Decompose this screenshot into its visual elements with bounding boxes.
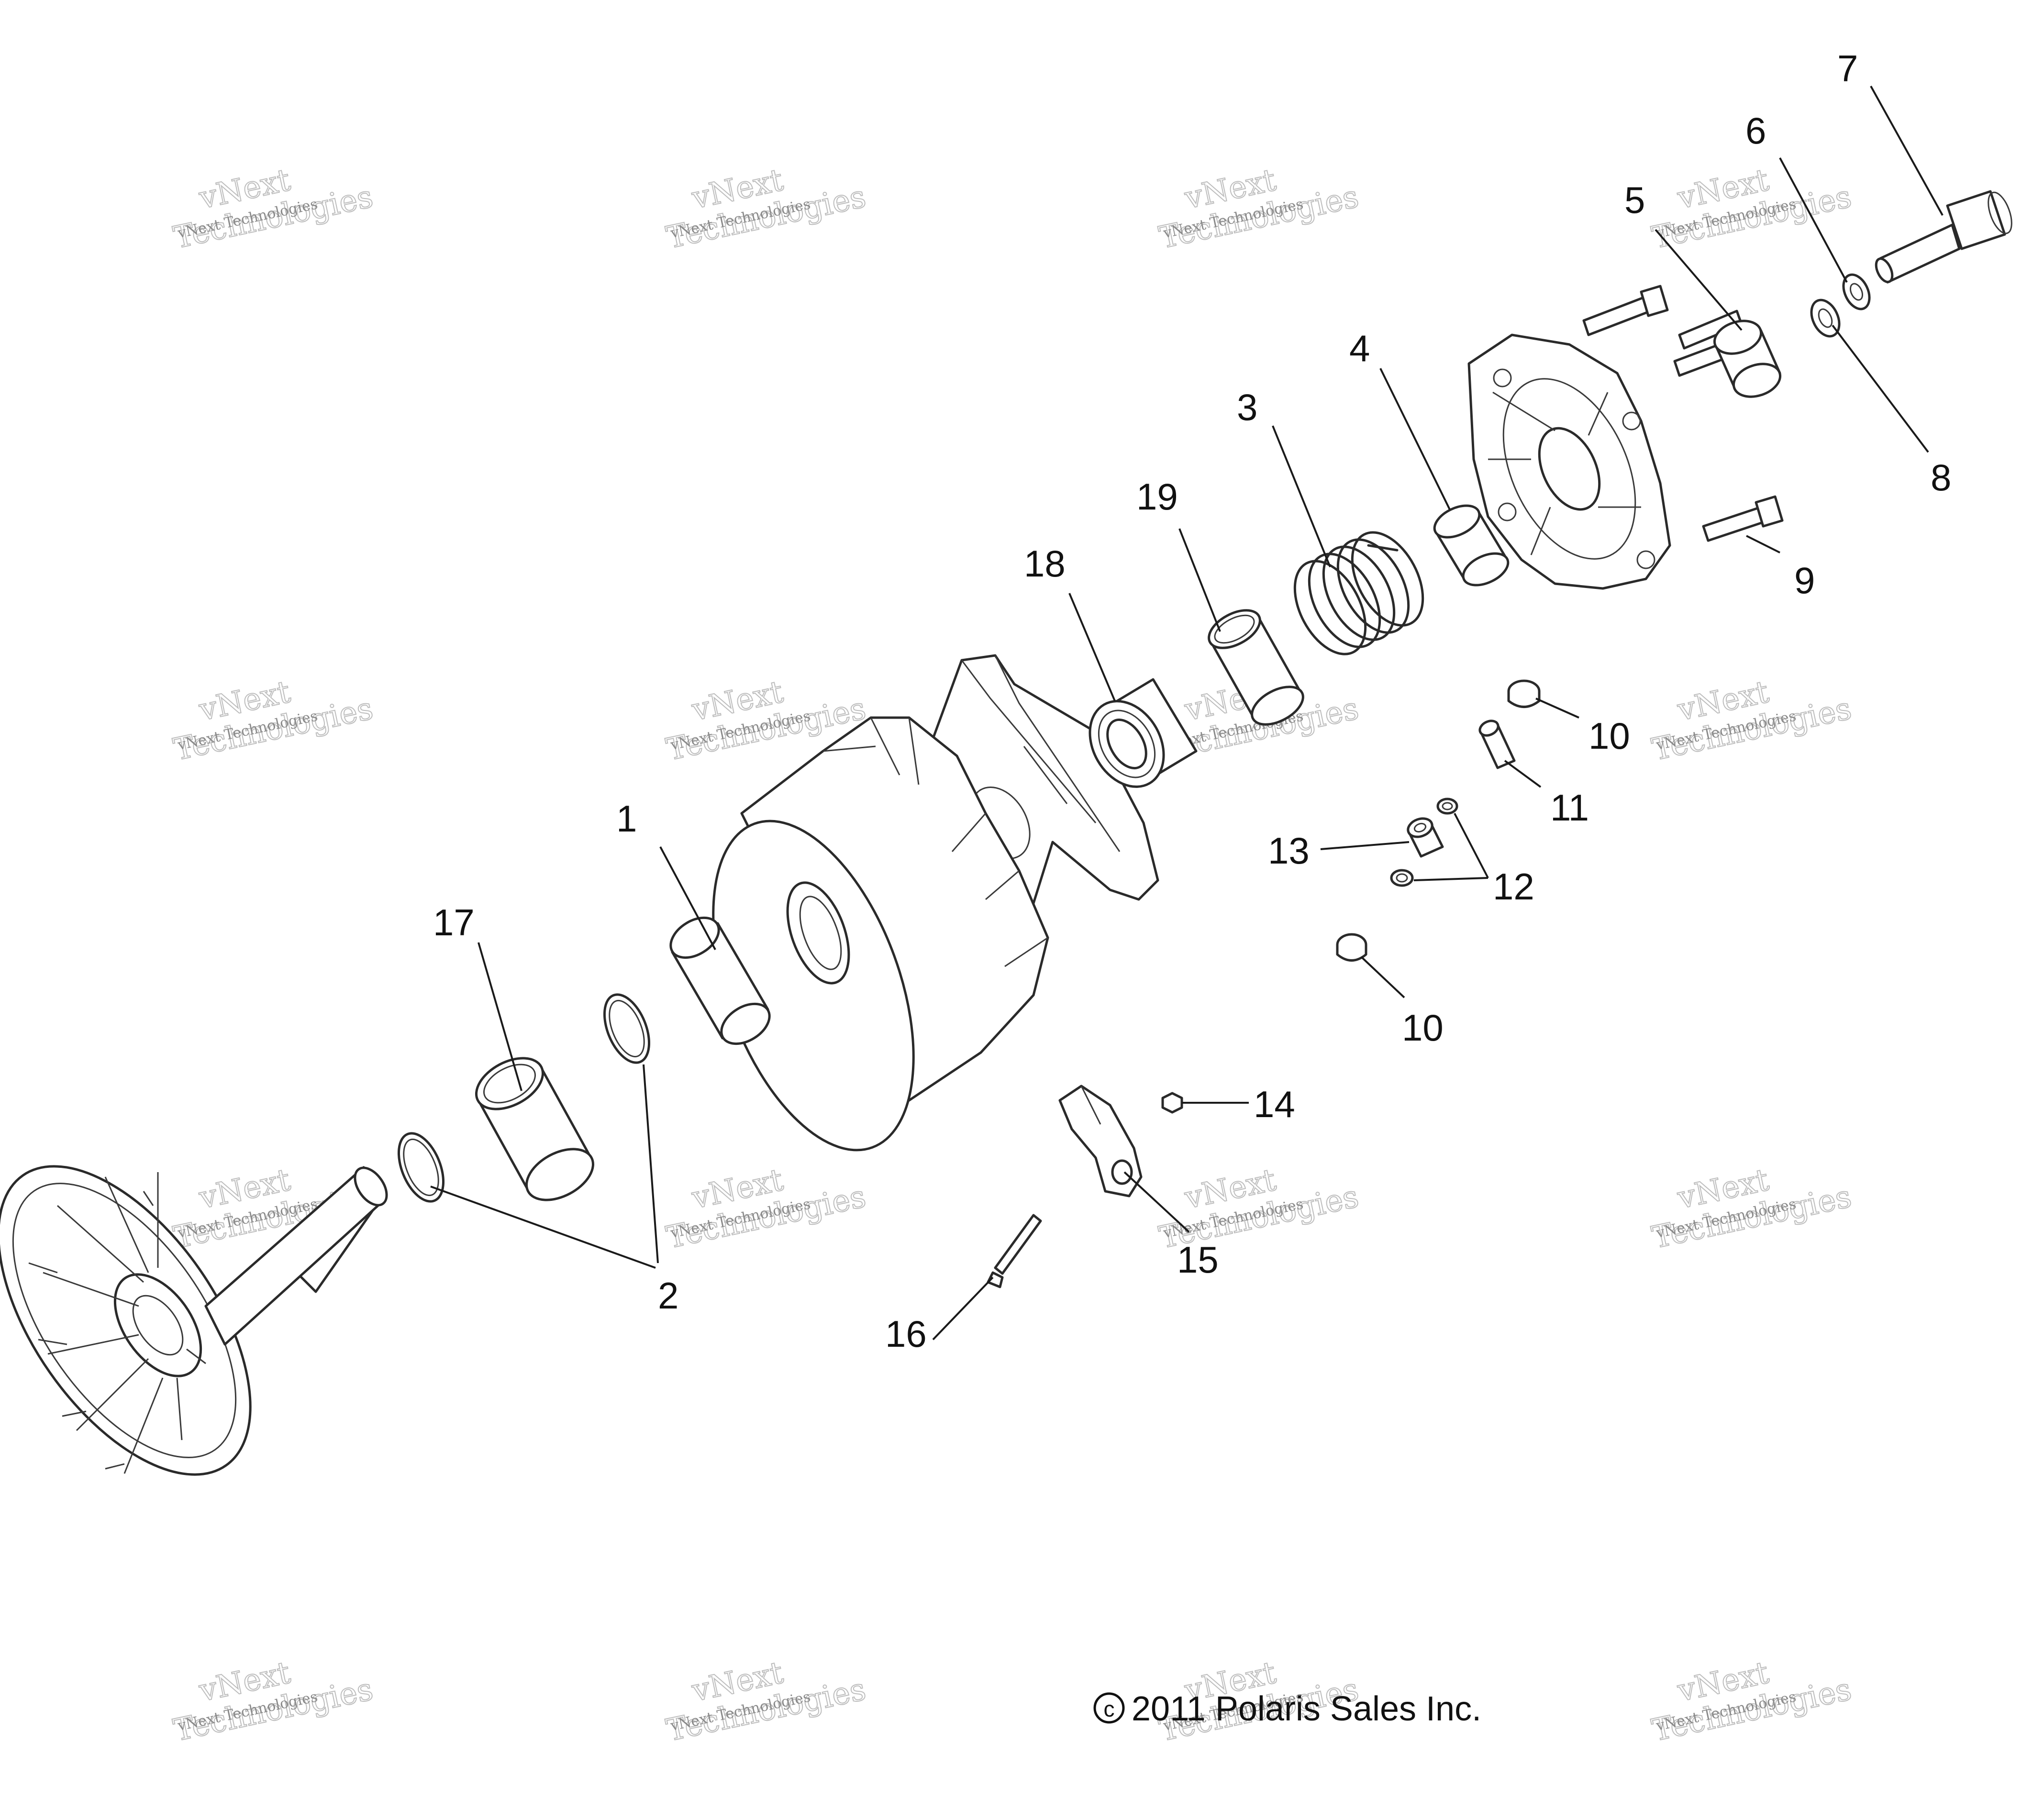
watermark: Technologies vNext vNext Technologies <box>1155 162 1362 256</box>
copyright-text: 2011 Polaris Sales Inc. <box>1132 1690 1481 1728</box>
flyweight-15 <box>1058 1085 1143 1197</box>
watermark: Technologies vNext vNext Technologies <box>170 1654 377 1749</box>
callout-18: 18 <box>1024 543 1066 585</box>
callout-17: 17 <box>433 901 475 943</box>
bushing-1 <box>669 916 771 1045</box>
leader-lines <box>430 86 1944 1341</box>
watermark: Technologies vNext vNext Technologies <box>663 162 869 256</box>
watermark: Technologies vNext vNext Technologies <box>1648 1654 1855 1749</box>
pin-16 <box>987 1214 1042 1288</box>
callout-5: 5 <box>1624 179 1645 221</box>
callout-10-upper: 10 <box>1589 715 1630 757</box>
copyright-circle <box>1093 1692 1125 1724</box>
bushing-4 <box>1433 504 1510 587</box>
watermark: Technologies vNext vNext Technologies <box>1648 1162 1855 1256</box>
washer-6 <box>1842 273 1871 310</box>
pin-11 <box>1478 720 1516 769</box>
washers-12 <box>1390 798 1458 887</box>
roller-13 <box>1407 817 1444 858</box>
spring-3 <box>1293 531 1424 655</box>
callout-12: 12 <box>1493 865 1534 908</box>
cap-10-lower <box>1336 933 1367 962</box>
bearing-18 <box>1089 678 1198 788</box>
watermark: Technologies vNext vNext Technologies <box>170 162 377 256</box>
callout-3: 3 <box>1237 386 1257 428</box>
callout-2: 2 <box>658 1275 678 1317</box>
copyright-notice: c 2011 Polaris Sales Inc. <box>1093 1690 1481 1728</box>
callout-8: 8 <box>1931 456 1951 499</box>
seal-rings-2 <box>397 993 651 1203</box>
callout-11: 11 <box>1550 787 1589 829</box>
callout-9: 9 <box>1794 559 1815 601</box>
callout-15: 15 <box>1177 1239 1219 1281</box>
watermark: Technologies vNext vNext Technologies <box>1648 162 1855 256</box>
callout-16: 16 <box>885 1313 927 1355</box>
watermark: Technologies vNext vNext Technologies <box>663 1654 869 1749</box>
nut-14 <box>1161 1092 1183 1114</box>
spacer-5 <box>1713 320 1782 398</box>
copyright-symbol: c <box>1104 1696 1115 1721</box>
bushing-17 <box>475 1057 595 1201</box>
fixed-sheave-with-shaft <box>0 1165 388 1476</box>
watermark: Technologies vNext vNext Technologies <box>663 1162 869 1256</box>
callout-1: 1 <box>616 798 637 840</box>
callout-14: 14 <box>1254 1083 1295 1125</box>
callout-numbers: 1 2 3 4 5 6 7 8 9 10 10 11 12 13 14 15 1… <box>433 47 1951 1355</box>
bushing-19 <box>1208 609 1304 726</box>
watermark: Technologies vNext vNext Technologies <box>1648 674 1855 768</box>
washer-8 <box>1810 299 1841 338</box>
watermark: Technologies vNext vNext Technologies <box>170 674 377 768</box>
bolt-7 <box>1875 190 2012 284</box>
cap-10-upper <box>1507 679 1541 708</box>
callout-7: 7 <box>1837 47 1858 89</box>
callout-10-lower: 10 <box>1402 1007 1444 1049</box>
spider-cover-plate <box>1467 333 1671 590</box>
callout-19: 19 <box>1136 476 1178 518</box>
callout-4: 4 <box>1349 327 1370 369</box>
callout-6: 6 <box>1745 110 1766 152</box>
callout-13: 13 <box>1268 830 1310 872</box>
moveable-sheave <box>712 654 1159 1152</box>
